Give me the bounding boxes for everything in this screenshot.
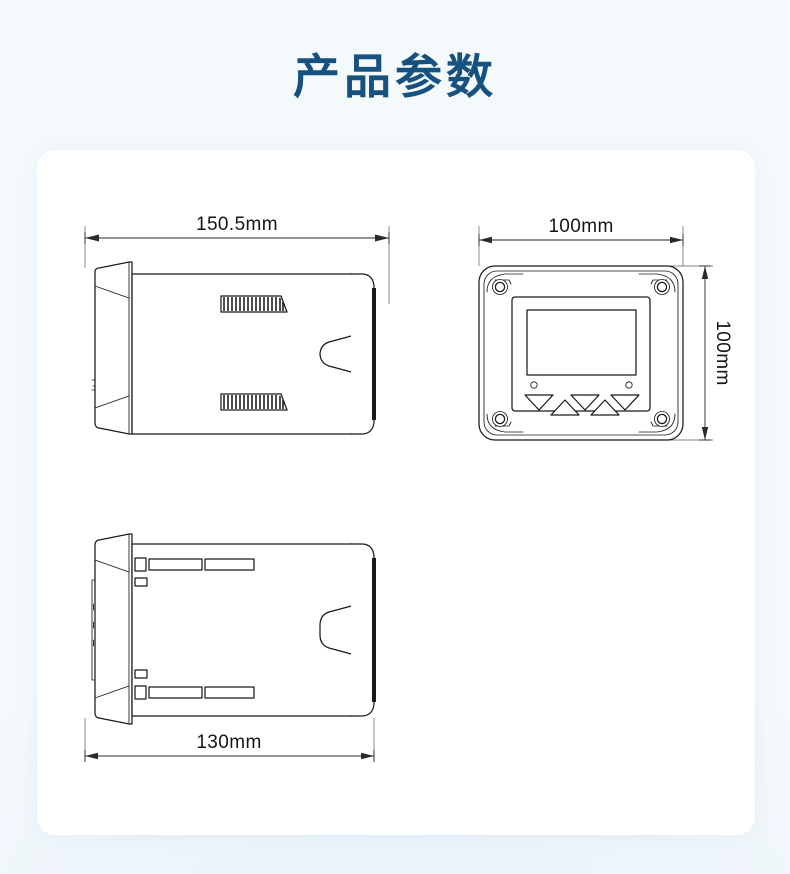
led-right: [625, 381, 633, 389]
top-rear-cap: [350, 543, 376, 717]
top-terminal-row-upper: [134, 557, 255, 587]
side-mounting-clip-lower: [220, 393, 288, 411]
led-indicators: [530, 381, 633, 389]
button-down-2[interactable]: [570, 394, 600, 411]
lcd-display: [526, 309, 637, 376]
dimension-label-side-width: 150.5mm: [196, 214, 278, 235]
button-up-1[interactable]: [550, 399, 580, 416]
drawing-side-view: 150.5mm: [77, 208, 407, 458]
dimension-label-front-height: 100mm: [712, 320, 733, 385]
front-corner-screws: [492, 279, 670, 427]
button-down-3[interactable]: [610, 394, 640, 411]
side-bezel: [91, 261, 133, 435]
screw-top-right[interactable]: [654, 279, 670, 295]
dimension-line-1505mm: [84, 232, 390, 244]
button-up-2[interactable]: [590, 399, 620, 416]
side-mounting-clip-upper: [220, 295, 288, 313]
dimension-label-front-width: 100mm: [548, 216, 613, 237]
button-down-1[interactable]: [524, 394, 554, 411]
drawing-front-view: 100mm 100mm: [465, 208, 745, 458]
screw-bottom-right[interactable]: [654, 411, 670, 427]
keypad-buttons: [524, 394, 640, 416]
top-terminal-row-lower: [134, 669, 255, 700]
terminal-slot-3: [148, 686, 203, 699]
dimension-label-top-width: 130mm: [196, 732, 261, 753]
top-bezel: [91, 533, 133, 725]
screw-bottom-left[interactable]: [492, 411, 508, 427]
page-title: 产品参数: [293, 50, 497, 105]
terminal-slot-4: [204, 686, 255, 699]
dimension-line-100mm-height: [699, 265, 711, 441]
drawing-top-view: 130mm: [77, 518, 407, 788]
specification-card: 150.5mm: [37, 150, 755, 835]
screw-top-left[interactable]: [492, 279, 508, 295]
led-left: [530, 381, 538, 389]
dimension-line-100mm-width: [478, 234, 684, 246]
terminal-slot-2: [204, 558, 255, 571]
terminal-slot-1: [148, 558, 203, 571]
side-rear-cap: [350, 273, 376, 435]
dimension-line-130mm: [84, 750, 375, 762]
